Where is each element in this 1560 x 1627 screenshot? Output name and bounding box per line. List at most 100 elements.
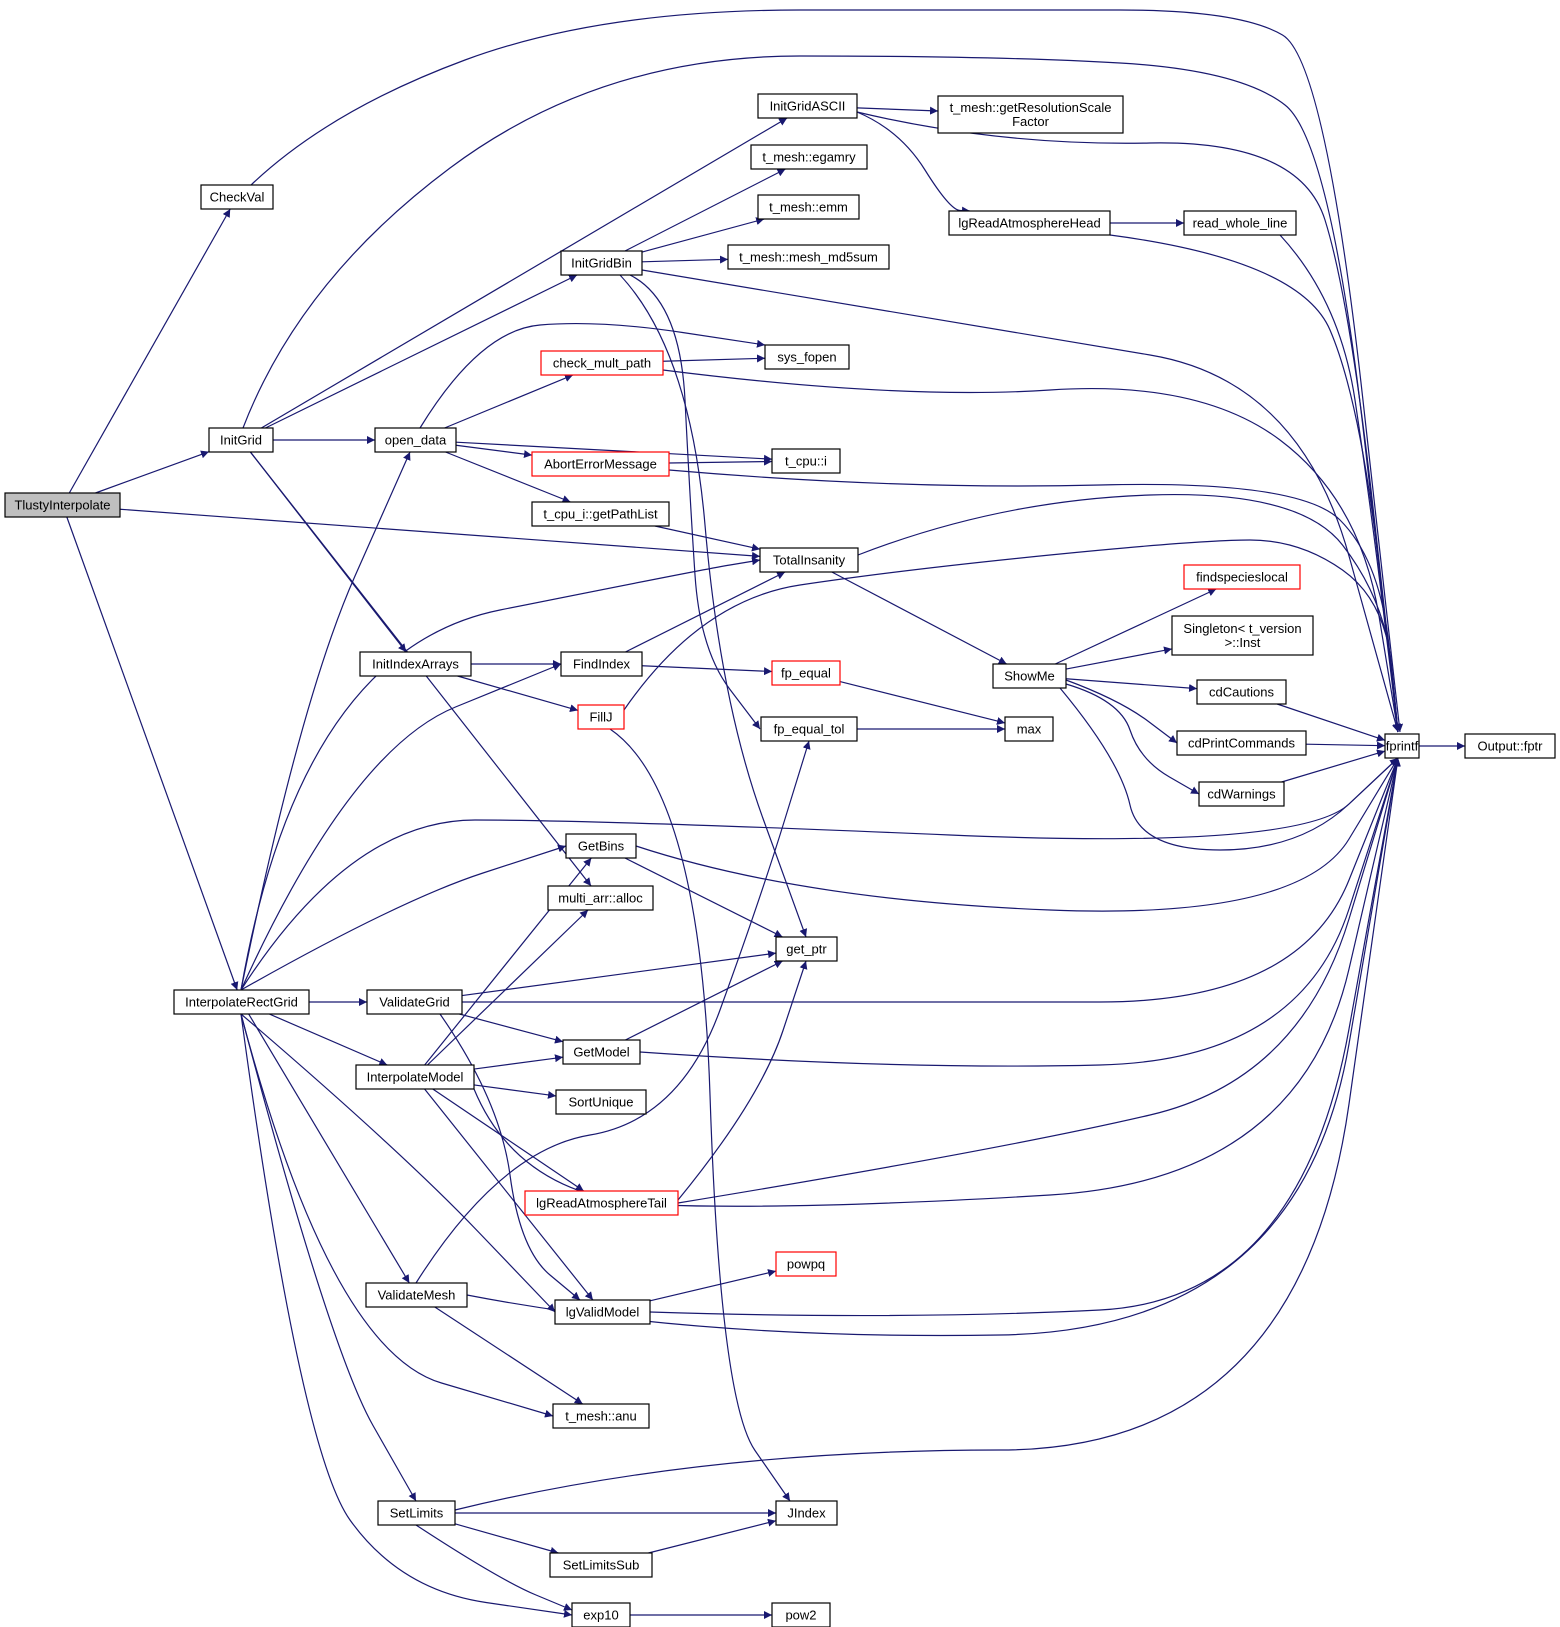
node-label: t_mesh::egamry bbox=[762, 150, 856, 165]
node-pow2[interactable]: pow2 bbox=[771, 1602, 831, 1627]
edge-InterpolateRectGrid-to-TotalInsanity bbox=[240, 557, 761, 991]
node-t_cpu_i[interactable]: t_cpu::i bbox=[771, 448, 841, 474]
node-GetBins[interactable]: GetBins bbox=[565, 833, 637, 859]
node-box bbox=[764, 344, 850, 370]
node-read_whole_line[interactable]: read_whole_line bbox=[1183, 210, 1297, 236]
node-label: t_mesh::mesh_md5sum bbox=[739, 250, 878, 265]
edge-InitGridBin-to-emm bbox=[641, 217, 765, 253]
node-box bbox=[1464, 733, 1556, 759]
edge-FillJ-to-fprintf bbox=[623, 539, 1402, 733]
node-check_mult_path[interactable]: check_mult_path bbox=[540, 350, 664, 376]
node-fp_equal[interactable]: fp_equal bbox=[771, 660, 841, 686]
node-box bbox=[1171, 615, 1314, 656]
node-label: cdWarnings bbox=[1207, 787, 1276, 802]
node-label: fp_equal_tol bbox=[774, 722, 845, 737]
node-ValidateMesh[interactable]: ValidateMesh bbox=[365, 1282, 468, 1308]
edge-ValidateGrid-to-lgValidModel bbox=[439, 1013, 581, 1301]
node-anu[interactable]: t_mesh::anu bbox=[552, 1403, 650, 1429]
node-getPathList[interactable]: t_cpu_i::getPathList bbox=[531, 501, 670, 527]
edge-getPathList-to-TotalInsanity bbox=[654, 525, 761, 552]
node-box bbox=[1198, 781, 1285, 807]
node-sys_fopen[interactable]: sys_fopen bbox=[764, 344, 850, 370]
edge-open_data-to-t_cpu_i bbox=[455, 441, 773, 463]
node-lgReadAtmosphereHead[interactable]: lgReadAtmosphereHead bbox=[948, 210, 1111, 236]
edge-GetModel-to-get_ptr bbox=[625, 960, 783, 1041]
node-box bbox=[1384, 733, 1420, 759]
node-label: check_mult_path bbox=[553, 356, 651, 371]
node-SetLimits[interactable]: SetLimits bbox=[377, 1500, 456, 1526]
node-AbortErrorMessage[interactable]: AbortErrorMessage bbox=[531, 451, 670, 477]
node-lgValidModel[interactable]: lgValidModel bbox=[554, 1299, 651, 1325]
node-label: read_whole_line bbox=[1193, 216, 1288, 231]
node-label: CheckVal bbox=[210, 190, 265, 205]
node-label: ValidateMesh bbox=[378, 1288, 456, 1303]
node-multi_arr_alloc[interactable]: multi_arr::alloc bbox=[547, 885, 654, 911]
node-TotalInsanity[interactable]: TotalInsanity bbox=[759, 547, 859, 573]
edge-TlustyInterpolate-to-InterpolateRectGrid bbox=[66, 516, 239, 991]
node-ValidateGrid[interactable]: ValidateGrid bbox=[366, 989, 463, 1015]
node-JIndex[interactable]: JIndex bbox=[775, 1500, 838, 1526]
node-label: InitGrid bbox=[220, 433, 262, 448]
node-InitGridASCII[interactable]: InitGridASCII bbox=[757, 93, 858, 119]
node-box bbox=[937, 95, 1124, 134]
node-SortUnique[interactable]: SortUnique bbox=[555, 1089, 647, 1115]
node-Output_fptr[interactable]: Output::fptr bbox=[1464, 733, 1556, 759]
node-mesh_md5sum[interactable]: t_mesh::mesh_md5sum bbox=[727, 244, 890, 270]
node-exp10[interactable]: exp10 bbox=[571, 1602, 631, 1627]
node-lgReadAtmosphereTail[interactable]: lgReadAtmosphereTail bbox=[524, 1190, 679, 1216]
edge-open_data-to-sys_fopen bbox=[419, 322, 766, 429]
node-box bbox=[571, 1602, 631, 1627]
node-label: InitGridASCII bbox=[770, 99, 846, 114]
node-label: multi_arr::alloc bbox=[558, 891, 643, 906]
node-max[interactable]: max bbox=[1004, 716, 1054, 742]
node-InterpolateRectGrid[interactable]: InterpolateRectGrid bbox=[173, 989, 310, 1015]
edge-InitGrid-to-InitGridASCII bbox=[261, 117, 788, 429]
node-open_data[interactable]: open_data bbox=[374, 427, 457, 453]
node-egamry[interactable]: t_mesh::egamry bbox=[750, 144, 868, 170]
node-label: JIndex bbox=[787, 1506, 826, 1521]
node-box bbox=[524, 1190, 679, 1216]
node-InitIndexArrays[interactable]: InitIndexArrays bbox=[359, 651, 472, 677]
node-Singleton_Inst[interactable]: Singleton< t_version>::Inst bbox=[1171, 615, 1314, 656]
node-label: t_mesh::anu bbox=[565, 1409, 637, 1424]
node-InterpolateModel[interactable]: InterpolateModel bbox=[355, 1064, 475, 1090]
node-GetModel[interactable]: GetModel bbox=[562, 1039, 641, 1065]
node-label: FillJ bbox=[589, 710, 612, 725]
node-FillJ[interactable]: FillJ bbox=[577, 704, 625, 730]
node-findspecieslocal[interactable]: findspecieslocal bbox=[1183, 564, 1301, 590]
node-ShowMe[interactable]: ShowMe bbox=[992, 663, 1067, 689]
node-get_ptr[interactable]: get_ptr bbox=[775, 936, 838, 962]
edge-InterpolateModel-to-SortUnique bbox=[473, 1084, 557, 1099]
edge-InitGridASCII-to-getResolutionScaleFactor bbox=[856, 106, 939, 115]
node-CheckVal[interactable]: CheckVal bbox=[200, 184, 274, 210]
node-FindIndex[interactable]: FindIndex bbox=[560, 651, 643, 677]
node-box bbox=[554, 1299, 651, 1325]
node-label: Output::fptr bbox=[1477, 739, 1543, 754]
node-powpq[interactable]: powpq bbox=[775, 1251, 837, 1277]
node-emm[interactable]: t_mesh::emm bbox=[757, 194, 860, 220]
node-fprintf[interactable]: fprintf bbox=[1384, 733, 1420, 759]
edge-TotalInsanity-to-ShowMe bbox=[831, 571, 1007, 665]
edge-InitIndexArrays-to-FillJ bbox=[457, 675, 579, 713]
edge-ShowMe-to-cdCautions bbox=[1065, 678, 1198, 693]
node-fp_equal_tol[interactable]: fp_equal_tol bbox=[760, 716, 858, 742]
node-cdPrintCommands[interactable]: cdPrintCommands bbox=[1176, 730, 1307, 756]
node-cdCautions[interactable]: cdCautions bbox=[1196, 679, 1287, 705]
node-InitGridBin[interactable]: InitGridBin bbox=[560, 250, 643, 276]
node-label: pow2 bbox=[785, 1608, 816, 1623]
edge-FillJ-to-JIndex bbox=[609, 728, 791, 1502]
node-cdWarnings[interactable]: cdWarnings bbox=[1198, 781, 1285, 807]
node-InitGrid[interactable]: InitGrid bbox=[208, 427, 274, 453]
node-TlustyInterpolate[interactable]: TlustyInterpolate bbox=[4, 492, 121, 518]
nodes-layer: TlustyInterpolate CheckValInitGridInterpo… bbox=[4, 93, 1556, 1627]
node-label: GetBins bbox=[578, 839, 625, 854]
edge-InterpolateModel-to-GetModel bbox=[473, 1054, 564, 1070]
edge-check_mult_path-to-sys_fopen bbox=[662, 354, 766, 363]
edge-lgReadAtmosphereTail-to-get_ptr bbox=[677, 960, 808, 1201]
node-label: max bbox=[1017, 722, 1042, 737]
node-label: AbortErrorMessage bbox=[544, 457, 657, 472]
edge-InterpolateRectGrid-to-FindIndex bbox=[240, 663, 562, 991]
node-SetLimitsSub[interactable]: SetLimitsSub bbox=[549, 1552, 653, 1578]
